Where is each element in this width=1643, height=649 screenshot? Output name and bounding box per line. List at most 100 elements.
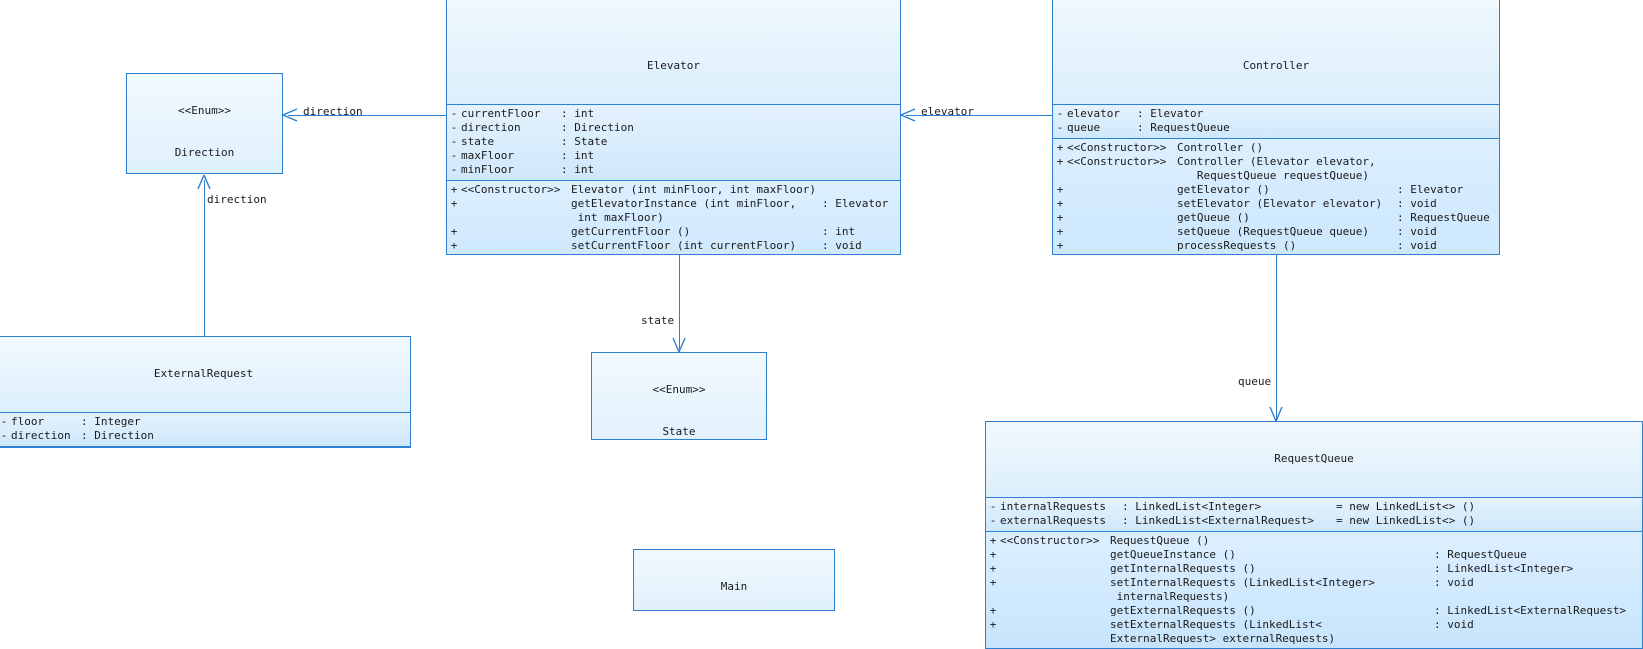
operation-signature: getQueue () [1177,211,1250,224]
constructor-stereotype: <<Constructor>> [1000,534,1100,547]
visibility-marker: - [1056,107,1064,120]
edge-label-state: state [641,314,675,327]
attribute-type: : int [561,107,595,120]
operation-signature: setElevator (Elevator elevator) [1177,197,1383,210]
operation-row: +setExternalRequests (LinkedList< Extern… [986,618,1642,646]
return-type: void [1434,646,1642,648]
attribute-name: currentFloor [461,107,541,120]
attribute-initializer: = new LinkedList<> () [1336,500,1476,513]
attribute-name: direction [11,429,71,442]
class-box-direction[interactable]: <<Enum>> Direction + UP : EnumConstant +… [126,73,283,174]
visibility-marker: - [450,135,458,148]
return-type: RequestQueue [1397,211,1499,225]
operation-row: + getInternalRequests () LinkedList<Intege… [986,562,1642,576]
operation-signature: getQueueInstance () [1110,548,1236,561]
attribute-type: : Elevator [1137,107,1204,120]
attribute-name: queue [1067,121,1101,134]
class-box-state[interactable]: <<Enum>> State +MOVING: EnumConstant +ST… [591,352,767,440]
class-operations-controller: +<<Constructor>>Controller () +<<Constru… [1053,139,1499,254]
visibility-marker: + [1056,239,1064,252]
attribute-row: -state : State [447,135,900,149]
attribute-name: floor [11,415,45,428]
edge-label-elevator-controller: elevator [921,105,974,118]
return-type: void [1397,253,1499,254]
attribute-type: : Integer [81,415,141,428]
visibility-marker: + [450,197,458,210]
edge-label-queue: queue [1238,375,1272,388]
class-name-state: State [662,425,696,438]
constructor-stereotype: <<Constructor>> [1067,155,1167,168]
operation-row: +getElevator ()Elevator [1053,183,1499,197]
return-type: LinkedList<Integer> [1434,562,1642,576]
visibility-marker: - [450,107,458,120]
class-title-controller: . Controller [1053,0,1499,105]
operation-signature: getExternalRequests () [1110,604,1256,617]
visibility-marker: + [989,576,997,589]
visibility-marker: + [986,646,1000,648]
attribute-row: -elevator: Elevator [1053,107,1499,121]
class-title-elevator: . Elevator [447,0,900,105]
visibility-marker: - [989,514,997,527]
operation-signature: setInternalRequests (LinkedList<Integer>… [1110,576,1375,603]
edge-externalrequest-direction-line [204,180,205,336]
attribute-row: -floor : Integer [0,415,410,429]
return-type: int [822,225,900,239]
operation-row: +<<Constructor>>Controller () [1053,141,1499,155]
visibility-marker: + [989,604,997,617]
visibility-marker: + [1056,211,1064,224]
visibility-marker: + [1056,225,1064,238]
class-name-controller: Controller [1242,59,1310,72]
attribute-type: : int [561,163,595,176]
operation-row: +getDirection ()Direction [447,253,900,254]
edge-controller-queue-line [1276,255,1277,421]
class-title-main: Main [634,550,834,610]
visibility-marker: + [1056,155,1064,168]
attribute-type: : State [561,135,608,148]
attribute-initializer: = new LinkedList<> () [1336,514,1476,527]
operation-signature: processRequests () [1177,239,1297,252]
class-box-controller[interactable]: . Controller -elevator: Elevator -queue:… [1052,0,1500,255]
class-box-elevator[interactable]: . Elevator -currentFloor: int -direction… [446,0,901,255]
operation-signature: getInternalRequests () [1110,562,1256,575]
attribute-type: : Direction [81,429,154,442]
visibility-marker: - [0,429,8,442]
attribute-type: : RequestQueue [1137,121,1230,134]
attribute-name: state [461,135,495,148]
return-type: Direction [822,253,900,254]
operation-row: + getExternalRequests () LinkedList<Extern… [986,604,1642,618]
visibility-marker: + [1056,183,1064,196]
return-type: void [1434,618,1642,632]
operation-row: +getElevatorInstance (int minFloor, int … [447,197,900,225]
constructor-stereotype: <<Constructor>> [1067,141,1167,154]
visibility-marker: - [450,121,458,134]
attribute-row: -direction: Direction [447,121,900,135]
attribute-row: -internalRequests: LinkedList<Integer>= … [986,500,1642,514]
attribute-row: -externalRequests: LinkedList<ExternalRe… [986,514,1642,528]
operation-signature: RequestQueue () [1110,534,1210,547]
class-name-elevator: Elevator [647,59,700,72]
return-type: void [1397,239,1499,253]
operation-signature: Controller (Elevator elevator, RequestQu… [1177,155,1376,182]
operation-signature: Elevator (int minFloor, int maxFloor) [571,183,817,196]
attribute-type: : LinkedList<ExternalRequest> [1122,514,1315,527]
operation-signature: determineDirection () [1177,253,1397,254]
visibility-marker: + [450,225,458,238]
class-name-external-request: ExternalRequest [153,367,254,380]
visibility-marker: + [989,562,997,575]
attribute-row: -minFloor: int [447,163,900,177]
attribute-row: -currentFloor : int [447,107,900,121]
class-box-request-queue[interactable]: RequestQueue -internalRequests: LinkedLi… [985,421,1643,649]
visibility-marker: + [989,618,997,631]
operation-row: +setCurrentFloor (int currentFloor)void [447,239,900,253]
operation-row: +<<Constructor>>Elevator (int minFloor, … [447,183,900,197]
visibility-marker: - [0,415,8,428]
visibility-marker: + [1056,141,1064,154]
return-type: LinkedList<ExternalRequest> [1434,604,1642,618]
operation-row: + getQueue () RequestQueue [1053,211,1499,225]
operation-signature: getElevator () [1177,183,1270,196]
visibility-marker: - [1053,253,1067,254]
class-box-external-request[interactable]: ExternalRequest -floor : Integer -directi… [0,336,411,448]
edge-elevator-direction-line [288,115,446,116]
operation-row: +addInternalRequest (int floor)void [986,646,1642,648]
class-box-main[interactable]: Main +main (String args[])void [633,549,835,611]
